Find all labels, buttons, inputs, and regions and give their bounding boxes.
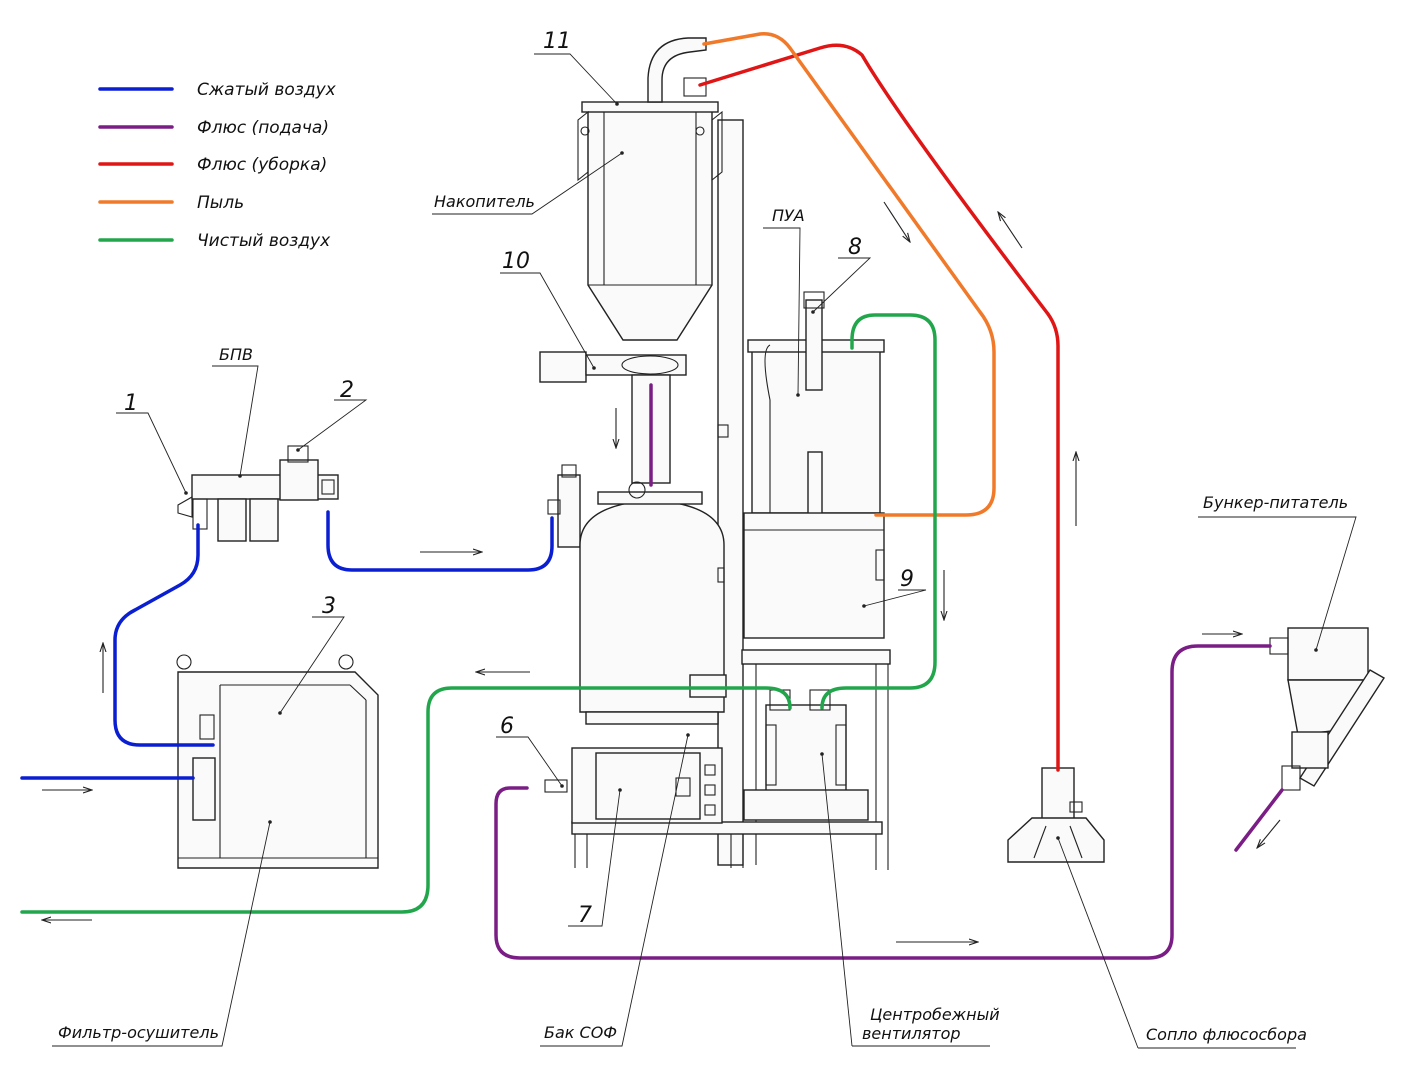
arrow-down-right xyxy=(883,201,910,242)
label-pua: ПУА xyxy=(772,206,805,225)
label-filter-dryer: Фильтр-осушитель xyxy=(58,1023,219,1042)
label-sof-tank: Бак СОФ xyxy=(544,1023,617,1042)
label-8: 8 xyxy=(848,235,862,260)
sof-tank-control-box xyxy=(544,747,723,824)
clean-air-lines xyxy=(20,313,937,914)
legend-label-compressed-air: Сжатый воздух xyxy=(197,80,337,100)
compressed-air-lines xyxy=(20,510,554,780)
label-3: 3 xyxy=(322,594,336,619)
equipment-frame xyxy=(571,119,891,870)
legend: Сжатый воздух Флюс (подача) Флюс (уборка… xyxy=(98,80,337,251)
arrow-up-left xyxy=(998,212,1023,249)
label-accumulator: Накопитель xyxy=(434,192,535,211)
label-9: 9 xyxy=(900,567,914,592)
label-10: 10 xyxy=(502,249,530,274)
label-6: 6 xyxy=(500,714,514,739)
label-7: 7 xyxy=(578,903,592,928)
flux-collector-nozzle xyxy=(1007,767,1105,863)
arrow-down-left xyxy=(1257,819,1281,848)
bpv-air-unit xyxy=(177,445,339,542)
flux-feed-lines xyxy=(494,383,1284,960)
dust-lines xyxy=(702,32,996,517)
flow-arrows xyxy=(42,201,1281,942)
callouts: 11 Накопитель 10 ПУА 8 9 БПВ 1 2 xyxy=(52,29,1357,1049)
centrifugal-fan xyxy=(743,689,869,821)
legend-label-flux-feed: Флюс (подача) xyxy=(197,118,329,138)
label-bpv: БПВ xyxy=(219,345,253,364)
label-1: 1 xyxy=(124,391,138,416)
slide-gate-valve xyxy=(539,351,687,484)
filter-dryer xyxy=(176,654,379,869)
label-nozzle: Сопло флюсосбора xyxy=(1146,1025,1307,1044)
label-feeder-bunker: Бункер-питатель xyxy=(1203,493,1348,512)
pressure-tank xyxy=(579,481,727,725)
pua-unit xyxy=(743,291,885,639)
flux-cleanup-lines xyxy=(698,43,1060,772)
label-2: 2 xyxy=(340,378,354,403)
legend-label-clean-air: Чистый воздух xyxy=(197,231,331,251)
legend-label-flux-cleanup: Флюс (уборка) xyxy=(197,155,327,175)
label-fan-line-1: Центробежный xyxy=(870,1005,1000,1024)
label-fan-line-2: вентилятор xyxy=(862,1024,961,1043)
accumulator-hopper xyxy=(577,37,723,341)
air-regulator xyxy=(547,464,581,548)
legend-label-dust: Пыль xyxy=(197,193,244,213)
feeder-bunker xyxy=(1269,627,1385,791)
label-11: 11 xyxy=(543,29,571,54)
